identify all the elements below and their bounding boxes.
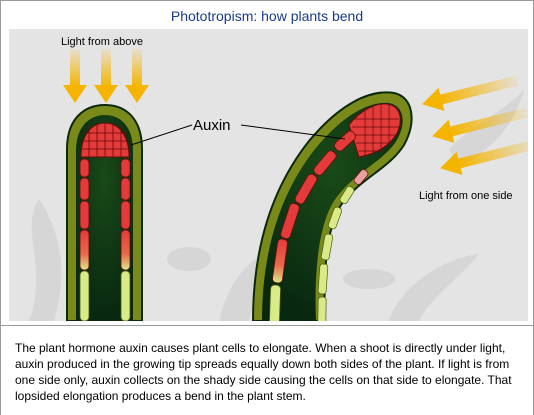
straight-shoot [66,103,143,321]
bent-shoot [251,91,413,321]
caption-panel: The plant hormone auxin causes plant cel… [1,325,533,415]
lit-side-cells [317,169,369,321]
light-arrow-icon [63,49,87,103]
auxin-leader-lines [130,124,346,146]
shaded-side-cells [269,130,357,321]
light-arrows-above [63,49,149,103]
phototropism-illustration: Light from above Auxin Light from one si… [29,36,528,321]
diagram-figure: Light from above Auxin Light from one si… [9,29,528,321]
diagram-title: Phototropism: how plants bend [170,8,364,24]
auxin-tip-cells [80,122,130,158]
light-arrow-icon [432,107,528,143]
left-cell-column [79,158,90,321]
label-auxin: Auxin [193,117,231,134]
light-arrow-icon [440,139,528,175]
light-arrow-icon [94,49,118,103]
auxin-tip-cells [348,103,401,158]
light-arrow-icon [422,75,519,111]
right-cell-column [120,158,131,321]
label-light-from-one-side: Light from one side [419,190,513,202]
light-arrow-icon [125,49,149,103]
caption-text: The plant hormone auxin causes plant cel… [15,341,512,403]
label-light-from-above: Light from above [61,36,143,48]
light-arrows-side [422,75,528,175]
